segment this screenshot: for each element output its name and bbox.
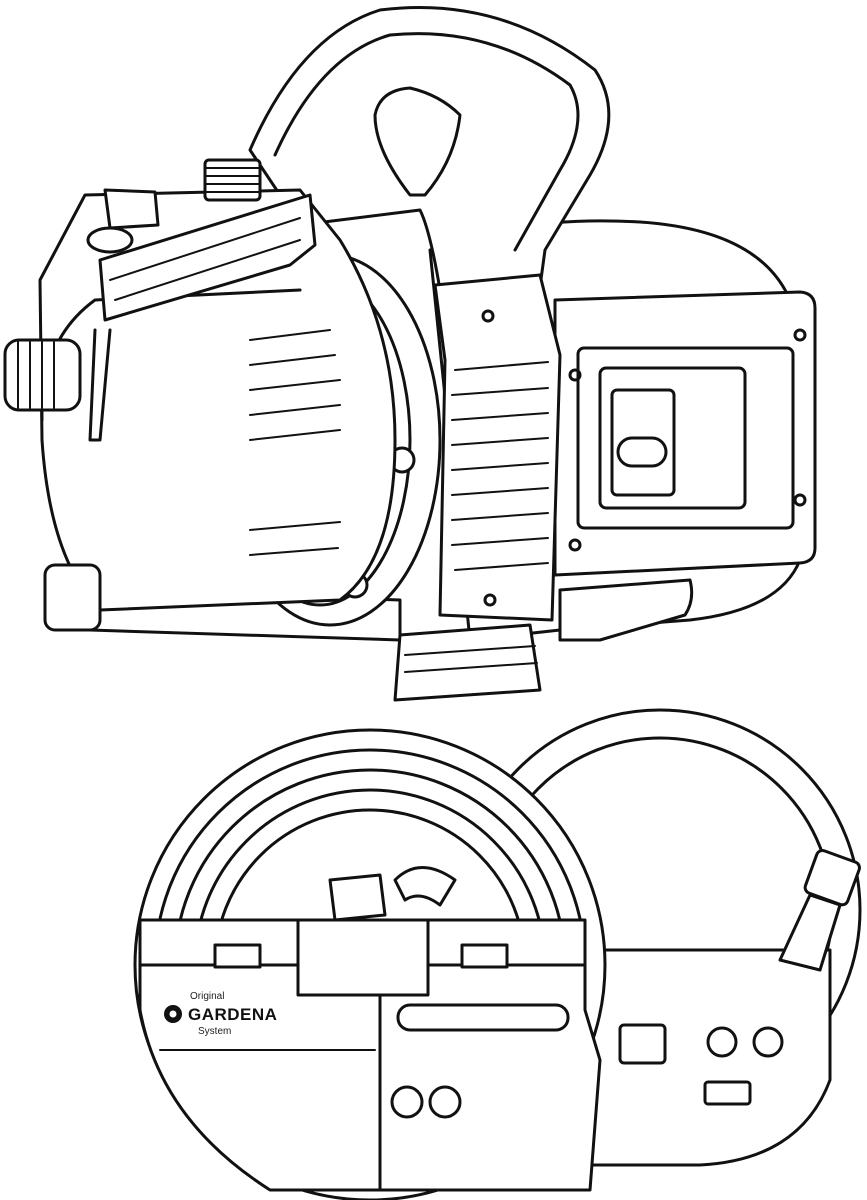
screw bbox=[481, 309, 495, 323]
package-handle-slot bbox=[396, 1003, 570, 1032]
filler-plug bbox=[103, 188, 160, 230]
logo-line-system: System bbox=[198, 1026, 231, 1037]
handle-grip-opening bbox=[373, 86, 462, 197]
control-panel-frame bbox=[576, 346, 795, 530]
logo-line-original: Original bbox=[190, 991, 224, 1002]
package-slot bbox=[460, 943, 509, 969]
gardena-logo: Original GARDENA System bbox=[164, 991, 277, 1037]
drain-plug bbox=[43, 563, 102, 632]
package-hole bbox=[390, 1085, 424, 1119]
screw bbox=[568, 368, 582, 382]
logo-brand: GARDENA bbox=[188, 1005, 277, 1024]
filler-cap bbox=[86, 226, 134, 254]
handle-inner-edge bbox=[273, 32, 580, 252]
front-package-card bbox=[138, 918, 602, 1192]
package-hole bbox=[752, 1026, 784, 1058]
hose-filter-fitting bbox=[328, 873, 387, 922]
package-window bbox=[618, 1023, 667, 1065]
package-hole bbox=[428, 1085, 462, 1119]
column-ribs bbox=[451, 361, 549, 571]
package-label-panel bbox=[296, 918, 430, 997]
hose-inner-loop bbox=[393, 866, 457, 907]
outlet-nozzle bbox=[203, 158, 262, 202]
package-hole bbox=[706, 1026, 738, 1058]
screw bbox=[483, 593, 497, 607]
hose-guide-bracket bbox=[98, 193, 317, 322]
hose-connector bbox=[803, 848, 861, 907]
package-slot bbox=[213, 943, 262, 969]
hose-guide-arm bbox=[88, 328, 112, 442]
package-tab bbox=[703, 1080, 752, 1106]
power-switch bbox=[616, 436, 668, 468]
screw bbox=[793, 328, 807, 342]
pump-foot-rear bbox=[558, 578, 694, 642]
garden-pump-drawing bbox=[3, 6, 817, 702]
screw bbox=[793, 493, 807, 507]
screw bbox=[568, 538, 582, 552]
column-base bbox=[393, 623, 542, 702]
body-fins bbox=[249, 329, 341, 556]
suction-hose-set-drawing: Original GARDENA System bbox=[133, 708, 862, 1200]
handle-column bbox=[433, 273, 562, 622]
